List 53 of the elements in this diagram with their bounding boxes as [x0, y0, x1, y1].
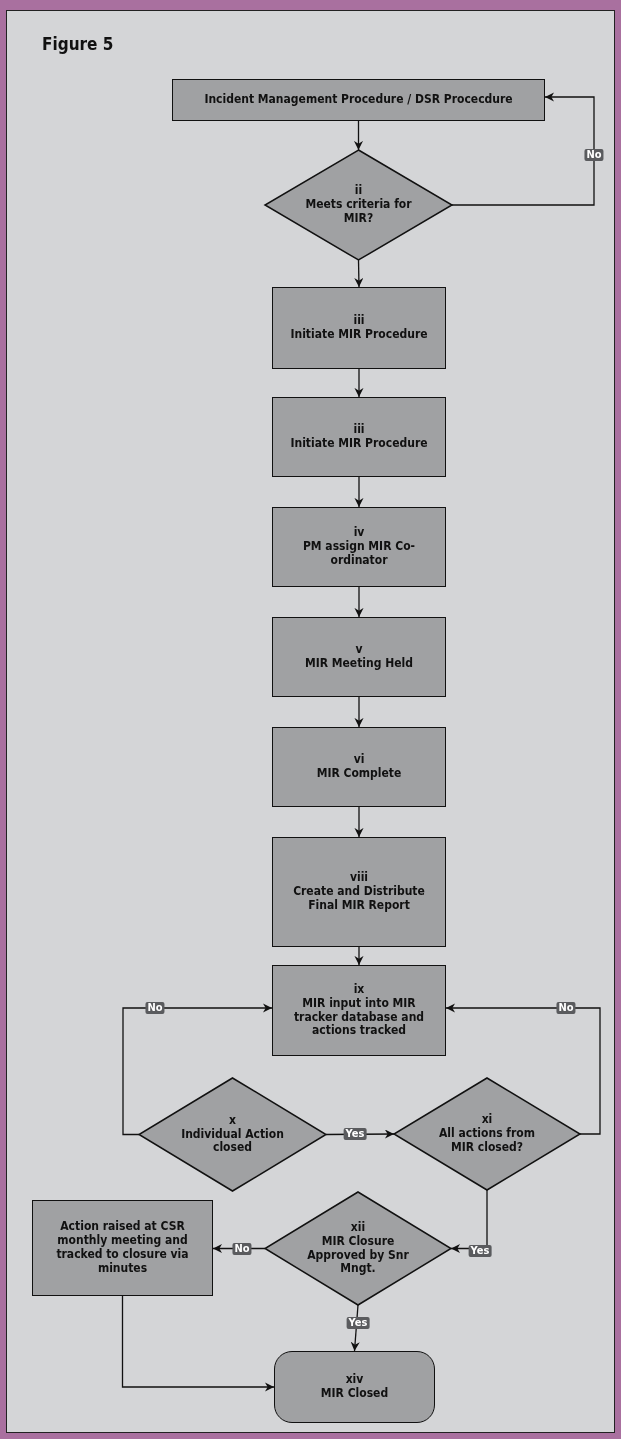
- step-text: PM assign MIR Co-ordinator: [301, 540, 417, 568]
- step-number: iv: [353, 526, 365, 540]
- process-box: [272, 507, 446, 587]
- step-number: xii: [350, 1220, 366, 1235]
- arrow: [354, 586, 364, 618]
- step-number: xi: [481, 1113, 493, 1127]
- arrow: [445, 1003, 601, 1135]
- step-text: Individual Action closed: [180, 1127, 285, 1156]
- decision-diamond: [394, 1078, 580, 1190]
- step-text: Initiate MIR Procedure: [290, 328, 428, 342]
- step-text: Action raised at CSR monthly meeting and tracked to closure via minutes: [55, 1220, 190, 1276]
- process-box: [272, 727, 446, 807]
- arrow: [121, 1295, 275, 1392]
- step-text: Create and Distribute Final MIR Report: [292, 885, 426, 913]
- decision-diamond: [265, 1192, 451, 1305]
- arrow: [354, 696, 364, 728]
- arrow: [122, 1003, 273, 1136]
- figure-title: Figure 5: [42, 34, 114, 54]
- process-box: [272, 965, 446, 1056]
- arrow: [354, 476, 364, 508]
- step-text: MIR Complete: [316, 767, 402, 781]
- step-number: ix: [353, 982, 365, 997]
- process-box: [172, 79, 545, 121]
- step-text: Incident Management Procedure / DSR Procecdure: [204, 93, 513, 107]
- process-box: [272, 287, 446, 369]
- step-number: v: [355, 643, 363, 657]
- decision-diamond: [139, 1078, 326, 1191]
- step-text: All actions from MIR closed?: [438, 1127, 536, 1155]
- step-text: MIR Closure Approved by Snr Mngt.: [306, 1234, 410, 1277]
- step-text: Meets criteria for MIR?: [305, 198, 412, 226]
- decision-diamond: [265, 150, 452, 260]
- step-text: MIR Meeting Held: [304, 657, 413, 671]
- arrow: [353, 120, 364, 151]
- step-number: ii: [354, 184, 363, 198]
- step-number: xiv: [345, 1373, 364, 1387]
- arrow: [451, 92, 595, 206]
- step-number: iii: [353, 423, 365, 437]
- arrow: [354, 806, 364, 838]
- process-box: [272, 837, 446, 947]
- step-number: vi: [353, 753, 365, 767]
- process-box: [32, 1200, 213, 1296]
- terminal-box: [274, 1351, 435, 1423]
- process-box: [272, 397, 446, 477]
- arrow: [354, 946, 364, 966]
- process-box: [272, 617, 446, 697]
- arrow: [354, 259, 364, 288]
- arrow: [354, 368, 364, 398]
- step-text: MIR input into MIR tracker database and actions tracked: [292, 996, 426, 1039]
- step-number: viii: [349, 871, 369, 885]
- step-number: x: [229, 1113, 236, 1128]
- step-number: iii: [353, 314, 365, 328]
- step-text: MIR Closed: [320, 1387, 389, 1401]
- step-text: Initiate MIR Procedure: [290, 437, 428, 451]
